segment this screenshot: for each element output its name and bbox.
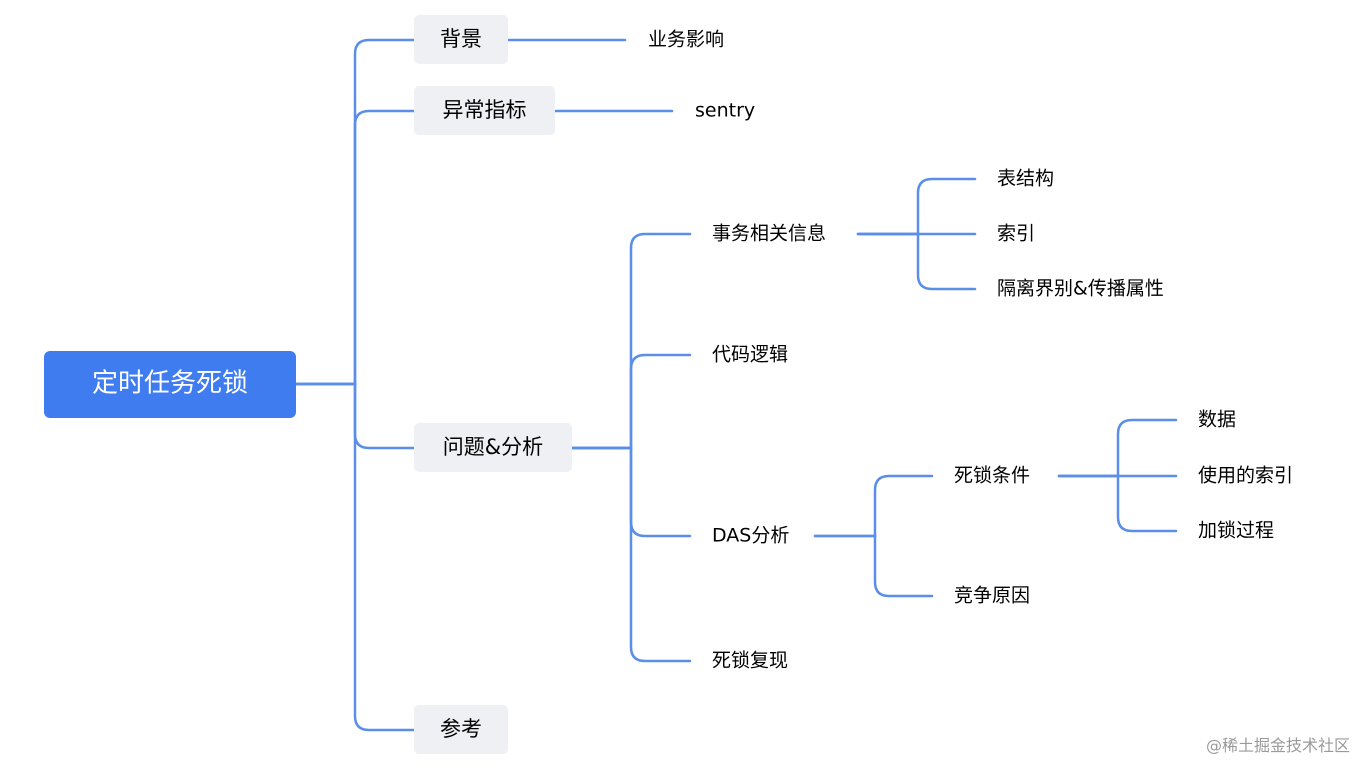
branch-metrics-label: 异常指标 (443, 98, 527, 122)
node-das-analysis[interactable]: DAS分析 (712, 525, 789, 547)
connector-root-reference (294, 382, 416, 732)
branch-analysis-box[interactable] (414, 423, 572, 472)
connector-root-background (294, 38, 416, 386)
node-code-logic[interactable]: 代码逻辑 (712, 344, 788, 366)
branch-reference-label: 参考 (440, 717, 482, 741)
branch-background-box[interactable] (414, 15, 508, 64)
node-table-structure[interactable]: 表结构 (997, 168, 1054, 190)
branch-metrics-box[interactable] (414, 86, 555, 135)
root-node-label: 定时任务死锁 (92, 369, 248, 399)
connector-condition-locking (1057, 474, 1178, 533)
node-data[interactable]: 数据 (1198, 409, 1236, 431)
node-sentry[interactable]: sentry (695, 100, 755, 122)
connector-analysis-reproduce (570, 446, 692, 663)
node-transaction-info[interactable]: 事务相关信息 (712, 223, 826, 245)
branch-background-label: 背景 (440, 27, 482, 51)
connector-das-competition (813, 534, 934, 598)
connector-transaction-table (856, 177, 977, 236)
node-competition-reason[interactable]: 竞争原因 (954, 585, 1030, 607)
connector-transaction-isolation (856, 232, 977, 291)
branch-analysis-label: 问题&分析 (443, 435, 543, 459)
node-index[interactable]: 索引 (997, 223, 1035, 245)
connector-root-metrics (294, 109, 416, 386)
watermark: @稀土掘金技术社区 (1205, 736, 1350, 755)
node-deadlock-condition[interactable]: 死锁条件 (954, 465, 1030, 487)
mindmap-links (294, 38, 1178, 732)
node-business-impact[interactable]: 业务影响 (648, 29, 724, 51)
node-locking-process[interactable]: 加锁过程 (1198, 520, 1274, 542)
connector-analysis-transaction (570, 232, 692, 450)
branch-reference-box[interactable] (414, 705, 508, 754)
connector-analysis-code (570, 353, 692, 450)
node-isolation-propagation[interactable]: 隔离界别&传播属性 (997, 278, 1164, 300)
node-used-index[interactable]: 使用的索引 (1198, 465, 1293, 487)
connector-das-condition (813, 474, 934, 538)
connector-condition-data (1057, 418, 1178, 478)
node-deadlock-reproduce[interactable]: 死锁复现 (712, 650, 788, 672)
root-node-box[interactable] (44, 351, 296, 418)
